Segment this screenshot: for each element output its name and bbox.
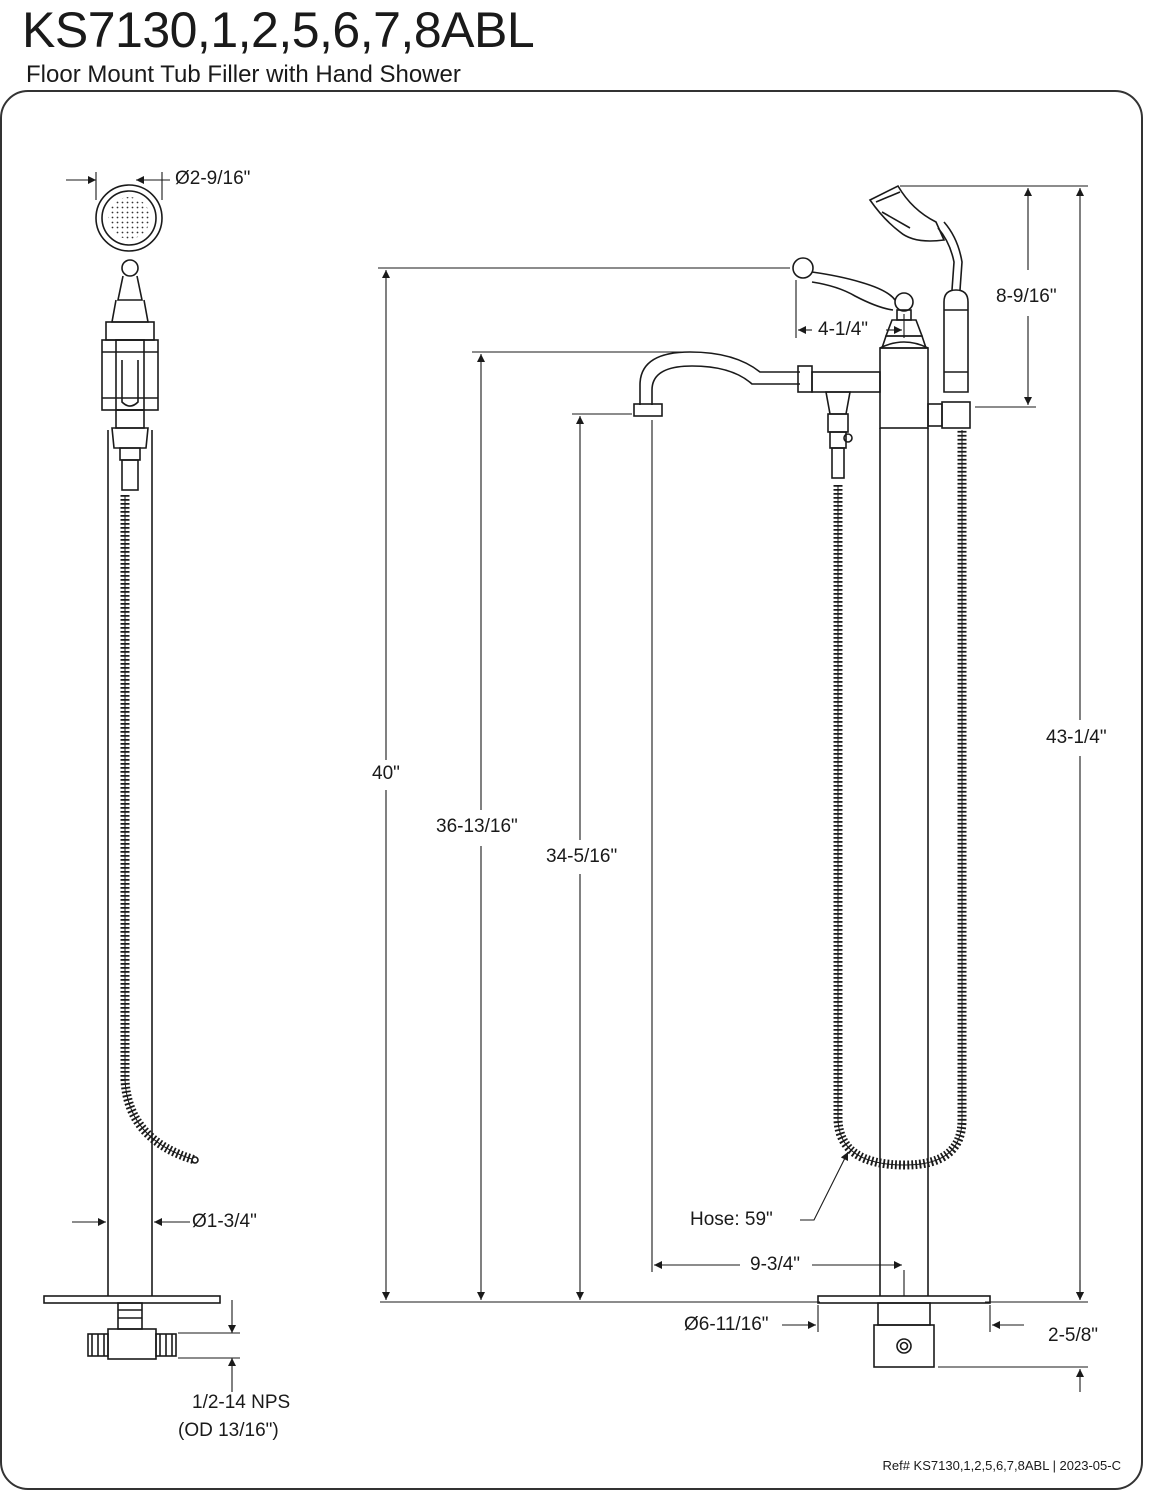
- hose-left: [120, 495, 197, 1165]
- drawing-frame: [0, 90, 1143, 1490]
- base-plate-left: [43, 1295, 221, 1304]
- dim-base-diameter: Ø6-11/16": [684, 1314, 769, 1335]
- dim-overall-height: 43-1/4": [1046, 727, 1107, 748]
- dim-spout-top-height: 36-13/16": [436, 816, 518, 837]
- dim-hand-shower-length: 8-9/16": [996, 286, 1057, 307]
- product-description: Floor Mount Tub Filler with Hand Shower: [26, 61, 461, 88]
- dim-handle-offset: 4-1/4": [818, 319, 869, 340]
- front-view: [633, 184, 991, 1368]
- dim-below-floor-depth: 2-5/8": [1048, 1325, 1099, 1346]
- valve-body-front: [879, 347, 929, 429]
- lever-handle: [811, 271, 896, 301]
- dim-total-height-handle: 40": [372, 763, 400, 784]
- dim-riser-diameter: Ø1-3/4": [192, 1211, 257, 1232]
- dim-connection-od: (OD 13/16"): [178, 1420, 279, 1441]
- spout: [639, 351, 800, 405]
- dimension-lines: [66, 172, 1088, 1392]
- dim-spout-reach: 9-3/4": [750, 1254, 801, 1275]
- dim-connection-thread: 1/2-14 NPS: [192, 1392, 291, 1413]
- hand-shower-head: [95, 184, 163, 252]
- side-view: [43, 184, 221, 1360]
- dim-hose-length: Hose: 59": [690, 1209, 773, 1230]
- base-plate-right: [817, 1295, 991, 1304]
- hose-front: [833, 430, 967, 1170]
- dim-hand-shower-diameter: Ø2-9/16": [175, 168, 251, 189]
- reference-number: Ref# KS7130,1,2,5,6,7,8ABL | 2023-05-C: [882, 1458, 1121, 1473]
- dim-spout-outlet-height: 34-5/16": [546, 846, 618, 867]
- hand-shower-front: [943, 289, 969, 393]
- model-number-title: KS7130,1,2,5,6,7,8ABL: [22, 2, 535, 58]
- valve-body: [101, 339, 159, 411]
